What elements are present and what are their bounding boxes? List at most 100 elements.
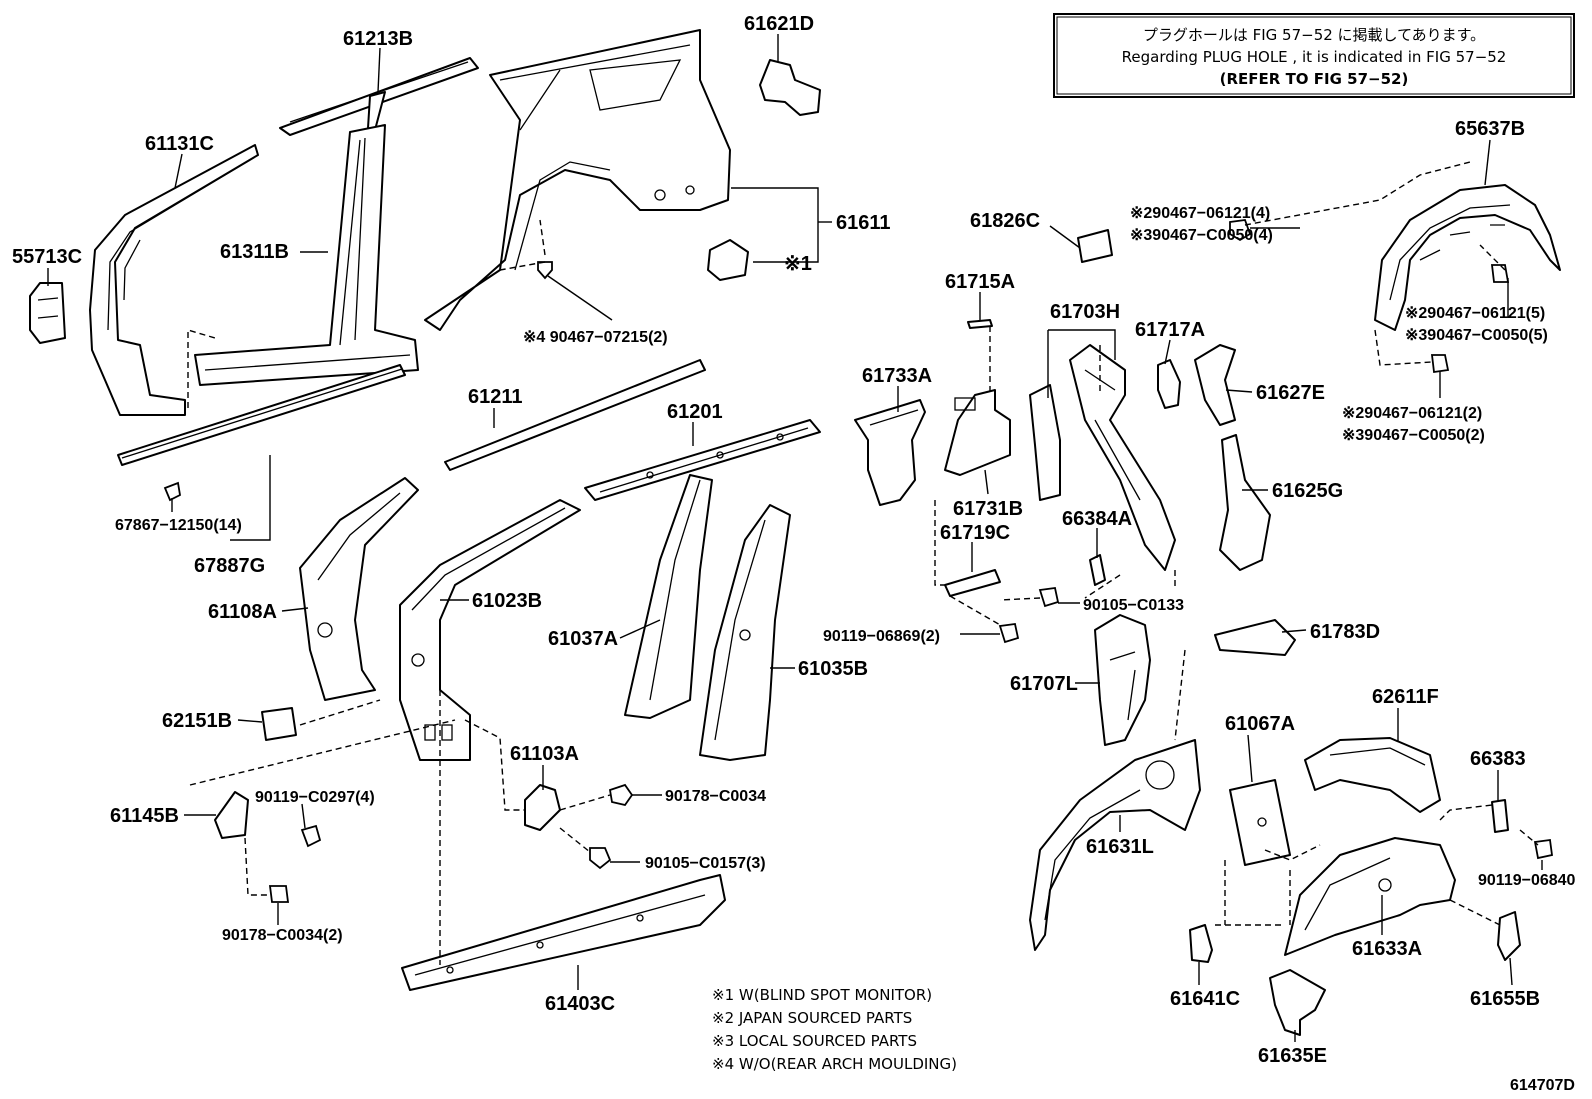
- label-61715A: 61715A: [945, 271, 1015, 293]
- label-61211: 61211: [468, 386, 523, 408]
- part-61641C: [1189, 924, 1213, 963]
- part-61037A: [624, 474, 713, 719]
- part-61655B: [1497, 911, 1521, 961]
- part-61103A: [524, 784, 561, 831]
- part-61631L: [1029, 739, 1201, 951]
- assembly-lines: [187, 161, 1539, 965]
- clip-65637B-bot: [1430, 354, 1450, 374]
- part-61717A: [1157, 359, 1181, 409]
- label-61611-note: ※1: [784, 253, 812, 275]
- label-61621D: 61621D: [744, 13, 814, 35]
- label-61145B: 61145B: [110, 805, 179, 827]
- label-67887G: 67887G: [194, 555, 265, 577]
- label-61826C: 61826C: [970, 210, 1040, 232]
- label-62151B: 62151B: [162, 710, 232, 732]
- footnotes: ※1 W(BLIND SPOT MONITOR) ※2 JAPAN SOURCE…: [712, 986, 957, 1073]
- part-61211: [444, 359, 706, 471]
- label-65637B: 65637B: [1455, 118, 1525, 140]
- label-90119-C0297: 90119−C0297(4): [255, 789, 375, 806]
- part-61067A: [1229, 779, 1291, 866]
- label-66383: 66383: [1470, 748, 1526, 770]
- label-61631L: 61631L: [1086, 836, 1154, 858]
- footnote-2: ※2 JAPAN SOURCED PARTS: [712, 1009, 912, 1027]
- part-61783D: [1214, 619, 1296, 656]
- part-61023B: [399, 499, 581, 761]
- clip-65637B-mid: [1490, 264, 1510, 283]
- part-61633A: [1284, 837, 1456, 956]
- part-61635E: [1269, 969, 1326, 1036]
- label-clip-bot-a: ※290467−06121(2): [1342, 405, 1482, 422]
- part-55713C: [29, 282, 66, 344]
- leader-lines: [47, 34, 1543, 1042]
- label-61035B: 61035B: [798, 658, 868, 680]
- diagram-id: 614707D: [1510, 1077, 1575, 1094]
- label-61641C: 61641C: [1170, 988, 1240, 1010]
- label-61633A: 61633A: [1352, 938, 1422, 960]
- part-61703H: [1029, 344, 1176, 571]
- part-61108A: [299, 477, 419, 701]
- part-61733A: [854, 399, 926, 506]
- label-61783D: 61783D: [1310, 621, 1380, 643]
- label-clip-mid-a: ※290467−06121(5): [1405, 305, 1545, 322]
- label-55713C: 55713C: [12, 246, 82, 268]
- label-61719C: 61719C: [940, 522, 1010, 544]
- label-61311B: 61311B: [220, 241, 289, 263]
- info-box-line3: (REFER TO FIG 57−52): [1220, 70, 1409, 88]
- bolt-90105-C0133: [1038, 586, 1060, 608]
- part-61707L: [1094, 614, 1151, 746]
- clip-90467-07215: [537, 261, 553, 280]
- part-61131C: [89, 144, 259, 416]
- part-61715A: [967, 319, 993, 329]
- label-67867-12150: 67867−12150(14): [115, 517, 242, 534]
- label-61655B: 61655B: [1470, 988, 1540, 1010]
- label-61108A: 61108A: [208, 601, 277, 623]
- part-61611-bracket: [707, 239, 749, 281]
- bolt-90119-C0297: [300, 824, 322, 848]
- footnote-1: ※1 W(BLIND SPOT MONITOR): [712, 986, 932, 1004]
- part-61731B: [944, 389, 1011, 476]
- part-61627E: [1194, 344, 1236, 426]
- part-66384A: [1089, 554, 1106, 586]
- label-clip-mid-b: ※390467−C0050(5): [1405, 327, 1548, 344]
- label-90119-06869: 90119−06869(2): [823, 628, 940, 645]
- label-61733A: 61733A: [862, 365, 932, 387]
- label-61201: 61201: [667, 401, 723, 423]
- info-box: プラグホールは FIG 57−52 に掲載してあります。 Regarding P…: [1053, 13, 1575, 98]
- part-61403C: [401, 874, 726, 991]
- part-66383: [1491, 799, 1509, 833]
- footnote-3: ※3 LOCAL SOURCED PARTS: [712, 1032, 917, 1050]
- label-61731B: 61731B: [953, 498, 1023, 520]
- part-62151B: [261, 707, 297, 741]
- bolt-90119-06840: [1533, 838, 1554, 860]
- part-61213B: [279, 57, 479, 136]
- part-62611F: [1304, 737, 1441, 813]
- part-61621D: [759, 59, 821, 116]
- label-61635E: 61635E: [1258, 1045, 1327, 1067]
- label-61037A: 61037A: [548, 628, 618, 650]
- label-90105-C0157: 90105−C0157(3): [645, 855, 766, 872]
- part-61311B: [194, 124, 419, 386]
- label-61023B: 61023B: [472, 590, 542, 612]
- label-61611: 61611: [836, 212, 891, 234]
- label-90119-06840: 90119−06840: [1478, 872, 1576, 889]
- part-labels: 61213B 61621D 61131C 61311B 55713C 61611…: [12, 13, 1576, 1067]
- part-61145B: [214, 791, 249, 839]
- part-61611: [424, 29, 731, 331]
- bolt-90119-06869: [998, 622, 1020, 644]
- label-61625G: 61625G: [1272, 480, 1343, 502]
- label-90105-C0133: 90105−C0133: [1083, 597, 1184, 614]
- label-61403C: 61403C: [545, 993, 615, 1015]
- label-clip-top-b: ※390467−C0050(4): [1130, 227, 1273, 244]
- part-67887G: [117, 364, 406, 466]
- label-61131C: 61131C: [145, 133, 214, 155]
- label-61103A: 61103A: [510, 743, 579, 765]
- info-box-line1: プラグホールは FIG 57−52 に掲載してあります。: [1143, 26, 1485, 44]
- label-62611F: 62611F: [1372, 686, 1439, 708]
- label-66384A: 66384A: [1062, 508, 1132, 530]
- label-90178-C0034: 90178−C0034: [665, 788, 766, 805]
- bolt-90105-C0157: [589, 847, 612, 870]
- nut-90178-C0034: [608, 783, 634, 807]
- label-61627E: 61627E: [1256, 382, 1325, 404]
- part-65637B: [1374, 184, 1561, 331]
